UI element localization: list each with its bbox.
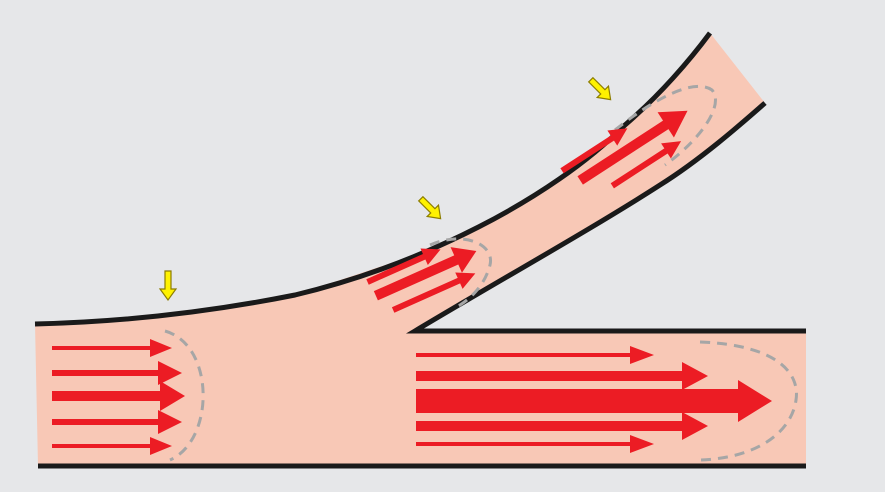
diagram-canvas — [0, 0, 885, 492]
bifurcation-flow-diagram — [0, 0, 885, 492]
